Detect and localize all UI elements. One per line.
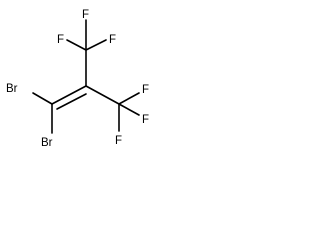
bonds xyxy=(32,19,140,134)
bond-c3-f-right xyxy=(85,39,107,51)
bond-c1-c2-second xyxy=(56,93,87,110)
atom-br-top: Br xyxy=(6,83,18,95)
bond-c4-f-right xyxy=(118,103,140,116)
bond-c4-f-upper-right xyxy=(118,92,140,105)
atom-f-bottom-right-upper: F xyxy=(142,84,149,96)
atom-f-top-left: F xyxy=(57,34,64,46)
atom-labels: Br Br F F F F F F xyxy=(6,9,149,149)
atom-f-top-upper: F xyxy=(82,9,89,21)
bond-c2-c4 xyxy=(85,85,120,105)
atom-f-bottom-lower: F xyxy=(115,135,122,147)
atom-br-bottom: Br xyxy=(41,137,53,149)
atom-f-bottom-right: F xyxy=(142,114,149,126)
bond-c1-c2 xyxy=(51,85,87,105)
bond-c1-br-top xyxy=(32,92,53,105)
structural-formula: Br Br F F F F F F xyxy=(6,9,149,149)
bond-c3-f-left xyxy=(66,39,87,51)
atom-f-top-right: F xyxy=(109,34,116,46)
